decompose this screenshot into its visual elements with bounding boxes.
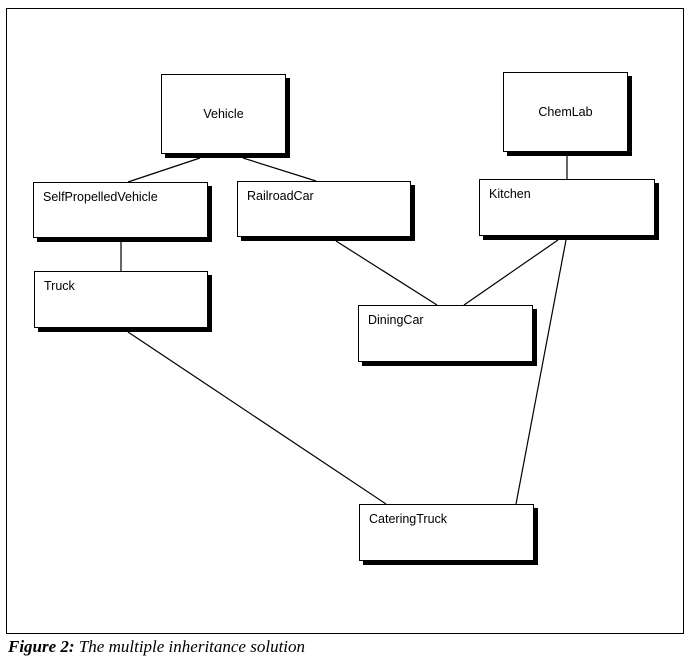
figure-caption: Figure 2: The multiple inheritance solut…	[8, 637, 305, 657]
link-truck-cateringtruck	[127, 331, 387, 505]
class-name: Vehicle	[203, 107, 244, 121]
link-vehicle-selfpropelledvehicle	[127, 157, 201, 183]
class-name: Kitchen	[489, 187, 531, 201]
class-box-kitchen: Kitchen	[479, 179, 655, 236]
link-vehicle-railroadcar	[242, 157, 317, 182]
class-name: ChemLab	[538, 105, 593, 119]
figure-number: Figure 2:	[8, 637, 75, 656]
link-kitchen-diningcar	[463, 239, 559, 306]
link-kitchen-cateringtruck	[515, 239, 567, 505]
class-box-chemlab: ChemLab	[503, 72, 628, 152]
class-name: RailroadCar	[247, 189, 314, 203]
figure-caption-text: The multiple inheritance solution	[78, 637, 306, 656]
class-box-truck: Truck	[34, 271, 208, 328]
class-box-vehicle: Vehicle	[161, 74, 286, 154]
class-box-railroadcar: RailroadCar	[237, 181, 411, 237]
class-name: SelfPropelledVehicle	[43, 190, 158, 204]
class-box-diningcar: DiningCar	[358, 305, 533, 362]
figure-frame	[6, 8, 684, 634]
class-name: DiningCar	[368, 313, 424, 327]
link-railroadcar-diningcar	[335, 240, 438, 306]
class-box-selfpropelledvehicle: SelfPropelledVehicle	[33, 182, 208, 238]
class-name: Truck	[44, 279, 75, 293]
class-box-cateringtruck: CateringTruck	[359, 504, 534, 561]
class-name: CateringTruck	[369, 512, 448, 526]
